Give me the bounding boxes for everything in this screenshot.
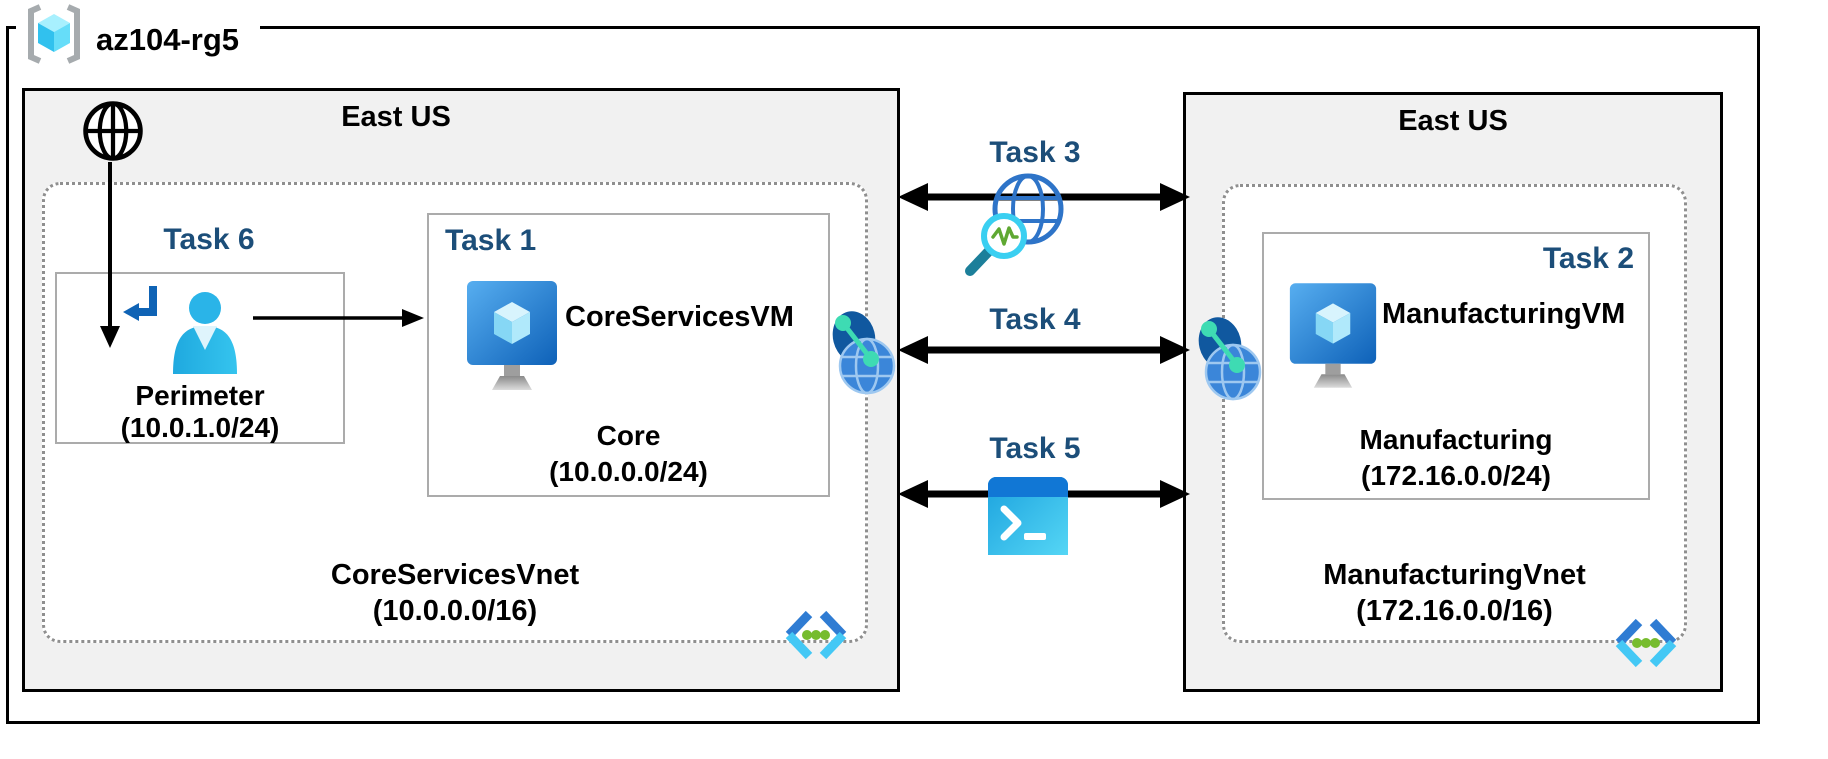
- vm-name-coreservices: CoreServicesVM: [565, 301, 794, 333]
- vnet-cidr-coreservices: (10.0.0.0/16): [372, 595, 538, 627]
- subnet-name-manufacturing: Manufacturing: [1359, 424, 1553, 455]
- subnet-box-perimeter: Perimeter (10.0.1.0/24): [55, 272, 345, 444]
- task6-label: Task 6: [163, 223, 255, 256]
- vnet-peering-icon: [832, 311, 896, 395]
- subnet-box-core: Task 1 CoreServicesVM Core (10.0.0.0/24): [427, 213, 830, 497]
- virtual-machine-icon: [467, 281, 557, 390]
- task3-label: Task 3: [989, 136, 1081, 169]
- subnet-cidr-core: (10.0.0.0/24): [549, 456, 708, 487]
- subnet-name-core: Core: [596, 420, 661, 451]
- vnet-name-coreservices: CoreServicesVnet: [330, 559, 580, 591]
- subnet-cidr-manufacturing: (172.16.0.0/24): [1361, 460, 1551, 491]
- resource-group-name: az104-rg5: [96, 22, 240, 57]
- virtual-network-icon: [785, 610, 847, 660]
- vnet-cidr-manufacturing: (172.16.0.0/16): [1356, 595, 1553, 627]
- region-title-right: East US: [1398, 105, 1508, 137]
- vm-name-manufacturing: ManufacturingVM: [1382, 298, 1626, 330]
- task5-label: Task 5: [989, 432, 1081, 465]
- vnet-peering-icon: [1198, 317, 1262, 401]
- task4-label: Task 4: [989, 303, 1081, 336]
- subnet-name-perimeter: Perimeter: [135, 380, 265, 411]
- cloud-shell-icon: [988, 477, 1068, 555]
- guest-user-icon: [123, 286, 237, 374]
- virtual-machine-icon: [1289, 283, 1377, 388]
- subnet-box-manufacturing: Task 2 ManufacturingVM Manufacturing (17…: [1262, 232, 1650, 500]
- task2-label: Task 2: [1542, 242, 1634, 275]
- task1-label: Task 1: [445, 224, 537, 257]
- globe-icon: [83, 101, 143, 161]
- network-watcher-icon: [965, 173, 1064, 276]
- resource-group-icon: [28, 4, 80, 64]
- region-title-left: East US: [341, 101, 451, 133]
- vnet-name-manufacturing: ManufacturingVnet: [1323, 559, 1586, 591]
- subnet-cidr-perimeter: (10.0.1.0/24): [120, 412, 280, 443]
- virtual-network-icon: [1615, 618, 1677, 668]
- resource-group-box: [6, 26, 1760, 724]
